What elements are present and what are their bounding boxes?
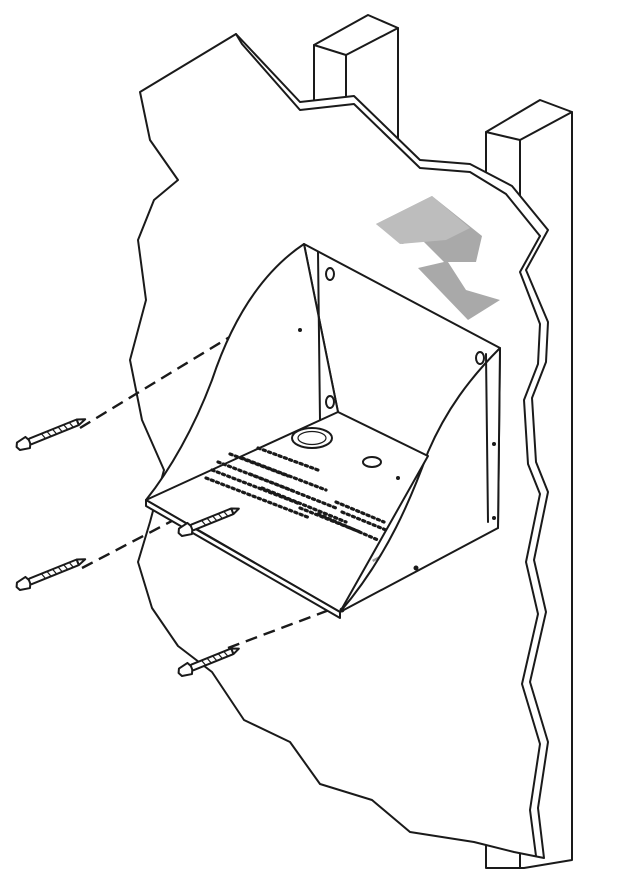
- mounting-screw: [15, 418, 87, 451]
- mounting-screw: [177, 507, 240, 537]
- mounting-screw: [15, 558, 87, 591]
- install-direction-arrow: [376, 196, 500, 320]
- mounting-screw: [177, 647, 240, 677]
- vent-slots: [204, 446, 388, 542]
